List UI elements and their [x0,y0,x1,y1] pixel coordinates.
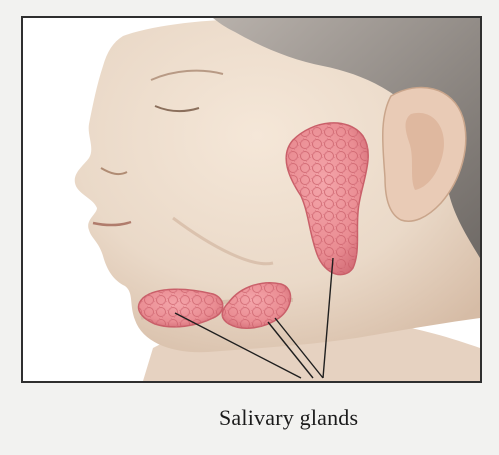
head-anatomy-illustration [23,18,480,381]
illustration-frame [21,16,482,383]
salivary-glands-label: Salivary glands [219,405,358,431]
